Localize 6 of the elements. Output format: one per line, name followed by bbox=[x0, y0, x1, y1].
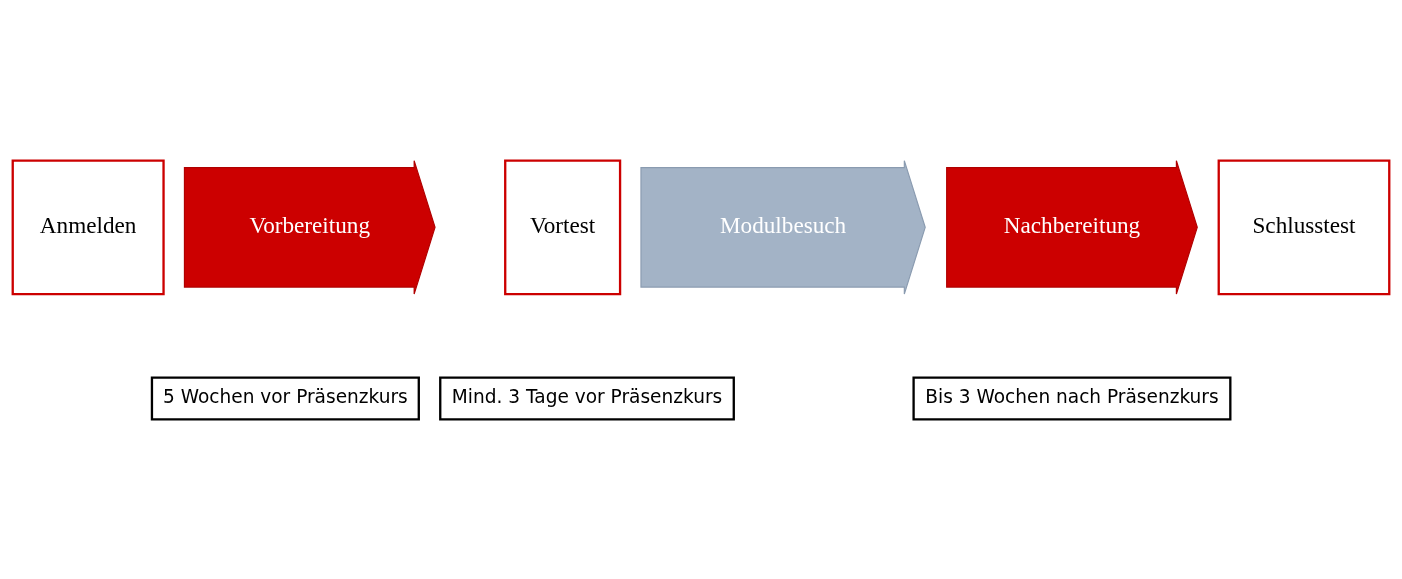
node-box: Anmelden bbox=[11, 159, 165, 295]
node-box: Schlusstest bbox=[1217, 159, 1391, 295]
node-box: 5 Wochen vor Präsenzkurs bbox=[150, 375, 420, 421]
node-box: Vortest bbox=[504, 159, 622, 295]
node-box: Bis 3 Wochen nach Präsenzkurs bbox=[912, 375, 1232, 421]
node-box: Mind. 3 Tage vor Präsenzkurs bbox=[439, 375, 735, 421]
